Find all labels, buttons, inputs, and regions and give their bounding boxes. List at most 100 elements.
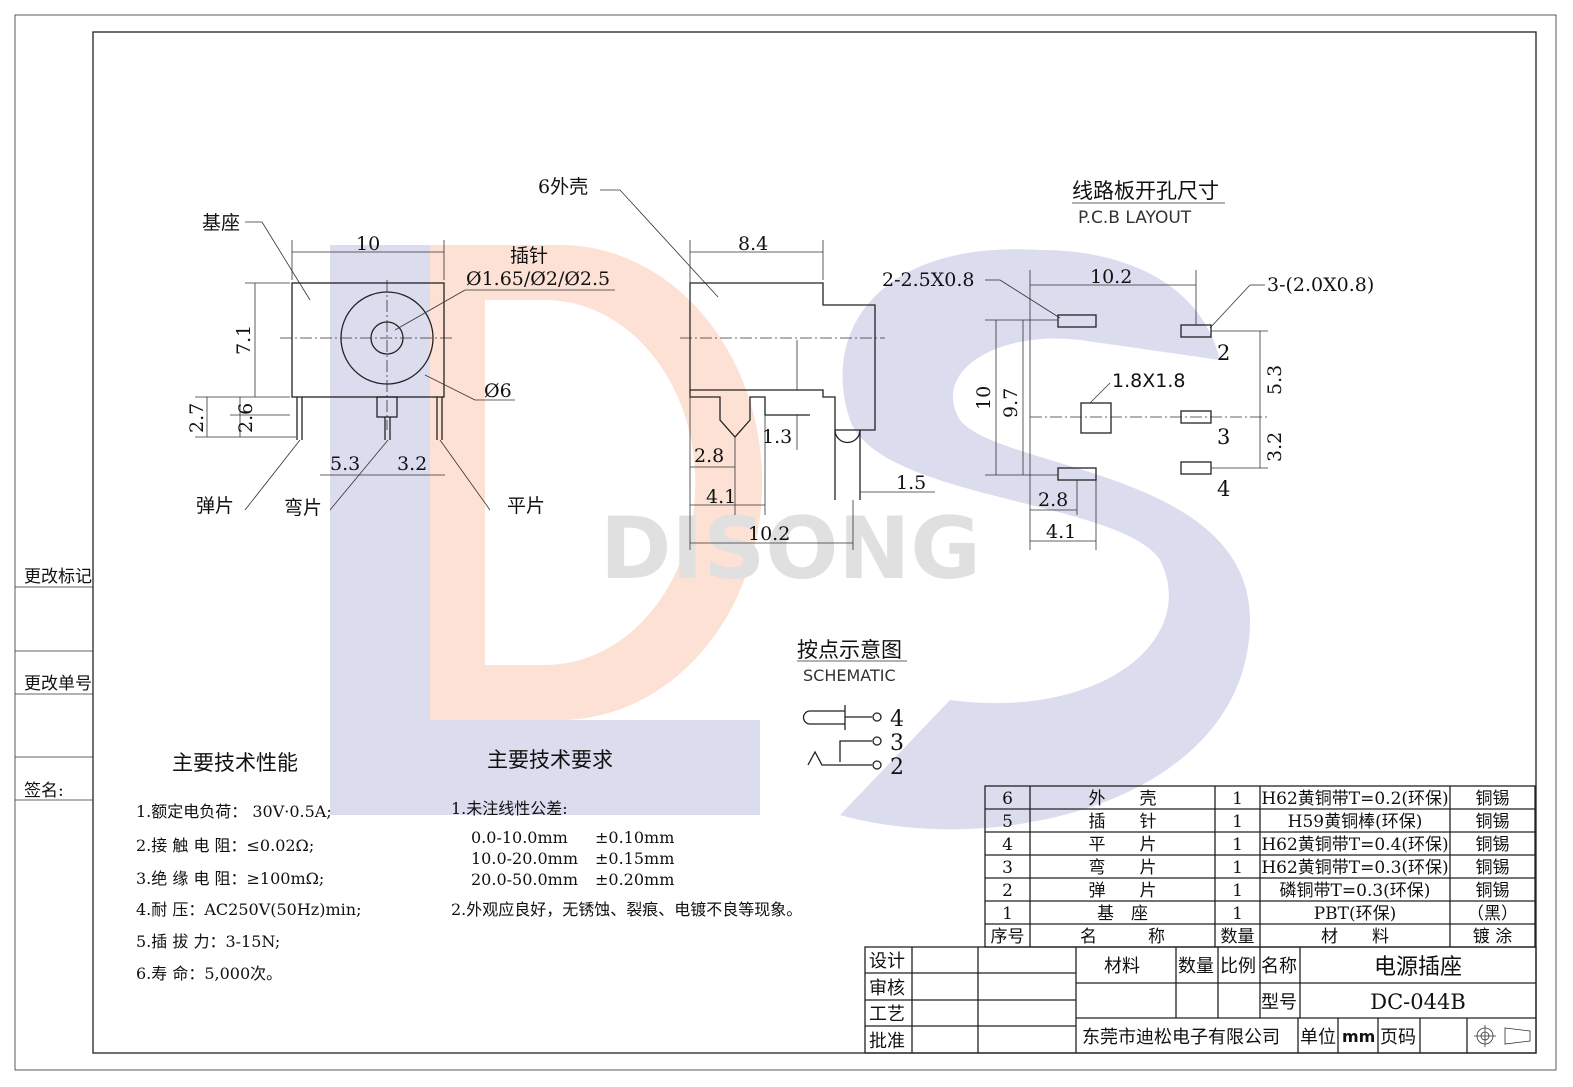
bom-row-cell: 1 [1232,881,1243,901]
pcb-subtitle: P.C.B LAYOUT [1078,208,1192,228]
requirement-item: 1.未注线性公差: [451,799,568,818]
schematic-pin-4: 4 [890,707,904,732]
performance-title: 主要技术性能 [172,751,298,775]
dim-d2: 3.2 [397,453,427,475]
bom-row-cell: 基 座 [1097,904,1148,924]
revision-number-label: 更改单号 [24,674,92,694]
bom-row-cell: 铜锡 [1476,858,1510,878]
tolerance-value: ±0.15mm [595,849,674,868]
pad-label-4: 4 [1217,477,1230,501]
bom-row-cell: 1 [1232,904,1243,924]
dim-pcb-x2: 4.1 [1046,521,1076,543]
performance-item: 3.绝 缘 电 阻：≥100mΩ; [136,869,324,888]
dim-d1: 5.3 [330,453,360,475]
tolerance-value: ±0.20mm [595,870,674,889]
dim-side-e: 1.5 [896,472,926,494]
inner-border [92,31,1537,1054]
model-label: 型号 [1261,992,1297,1013]
outer-border [14,14,1557,1071]
side-view [600,189,935,550]
bom-row-cell: 插 针 [1089,812,1157,832]
company-name: 东莞市迪松电子有限公司 [1082,1027,1280,1048]
bom-row-cell: 4 [1002,835,1013,855]
scale-label: 比例 [1220,956,1256,977]
watermark-logo: DISONG [330,245,1250,830]
dim-side-b: 4.1 [706,486,736,508]
bom-row-cell: H62黄铜带T=0.2(环保) [1261,789,1448,809]
bom-row-cell: 铜锡 [1476,789,1510,809]
bom-row-cell: （黑） [1467,904,1518,924]
schematic-pin-2: 2 [890,755,904,780]
label-flat: 平片 [507,495,545,517]
requirements-title: 主要技术要求 [487,748,613,772]
material-label: 材料 [1104,956,1140,977]
dim-outer-dia: Ø6 [484,380,512,402]
requirements-list: 1.未注线性公差: 0.0-10.0mm ±0.10mm 10.0-20.0mm… [451,799,802,919]
label-base: 基座 [202,212,240,234]
performance-item: 1.额定电负荷： 30V·0.5A; [136,802,332,821]
pad-label-2: 2 [1217,341,1230,365]
bom-header-cell: 名 称 [1080,927,1165,947]
pad-label-3: 3 [1217,425,1230,449]
dim-pcb-w: 10.2 [1090,266,1132,288]
dim-side-c: 10.2 [748,523,790,545]
dim-side-w: 8.4 [738,233,768,255]
front-view [195,221,615,511]
dim-pin-dia: Ø1.65/Ø2/Ø2.5 [466,268,610,290]
dim-pcb-x1: 2.8 [1038,489,1068,511]
requirement-item: 2.外观应良好，无锈蚀、裂痕、电镀不良等现象。 [451,900,802,919]
watermark-text: DISONG [600,499,981,599]
bom-row-cell: 5 [1002,812,1013,832]
label-spring: 弹片 [196,495,234,517]
design-label: 设计 [869,951,905,972]
bom-row-cell: 磷铜带T=0.3(环保) [1280,881,1431,901]
qty-label: 数量 [1178,956,1214,977]
bom-row-cell: 外 壳 [1089,789,1157,809]
tolerance-range: 0.0-10.0mm [471,828,568,847]
bom-row-cell: 1 [1232,835,1243,855]
bom-row-cell: H62黄铜带T=0.4(环保) [1261,835,1448,855]
product-name: 电源插座 [1374,955,1462,980]
approve-label: 批准 [869,1031,905,1052]
performance-item: 2.接 触 电 阻：≤0.02Ω; [136,836,314,855]
performance-list: 1.额定电负荷： 30V·0.5A; 2.接 触 电 阻：≤0.02Ω; 3.绝… [136,802,361,983]
dim-side-d: 1.3 [762,426,792,448]
label-bent: 弯片 [284,497,322,519]
bom-row-cell: 1 [1232,789,1243,809]
review-label: 审核 [869,978,905,999]
unit-label: 单位 [1300,1027,1336,1048]
bom-row-cell: 2 [1002,881,1013,901]
dim-square: 1.8X1.8 [1112,370,1185,392]
bom-row-cell: 弯 片 [1089,858,1157,878]
dim-h1: 7.1 [233,325,255,355]
schematic [797,660,907,770]
bom-row-cell: 平 片 [1089,835,1157,855]
performance-item: 4.耐 压：AC250V(50Hz)min; [136,900,361,919]
tolerance-range: 10.0-20.0mm [471,849,578,868]
performance-item: 5.插 拔 力：3-15N; [136,932,280,951]
bom-row-cell: 铜锡 [1476,881,1510,901]
revision-column [15,586,93,801]
dim-pcb-v1: 5.3 [1264,365,1286,395]
name-label: 名称 [1261,956,1297,977]
schematic-pin-3: 3 [890,731,904,756]
pcb-layout [985,202,1270,550]
bom-header-cell: 序号 [991,927,1025,947]
bom-header-cell: 数量 [1221,927,1255,947]
tolerance-range: 20.0-50.0mm [471,870,578,889]
bom-row-cell: 弹 片 [1089,881,1157,901]
label-pin: 插针 [510,245,548,267]
bom-row-cell: H59黄铜棒(环保) [1288,812,1423,832]
unit-value: mm [1342,1027,1375,1046]
dim-side-a: 2.8 [694,445,724,467]
title-block [864,946,1537,1054]
revision-mark-label: 更改标记 [24,567,92,587]
bom-row-cell: 铜锡 [1476,812,1510,832]
page-label: 页码 [1380,1027,1416,1048]
signature-label: 签名: [24,781,64,801]
dim-h3: 2.6 [235,403,257,433]
dim-h2: 2.7 [186,403,208,433]
bom-row-cell: PBT(环保) [1314,904,1397,924]
performance-item: 6.寿 命：5,000次。 [136,964,282,983]
